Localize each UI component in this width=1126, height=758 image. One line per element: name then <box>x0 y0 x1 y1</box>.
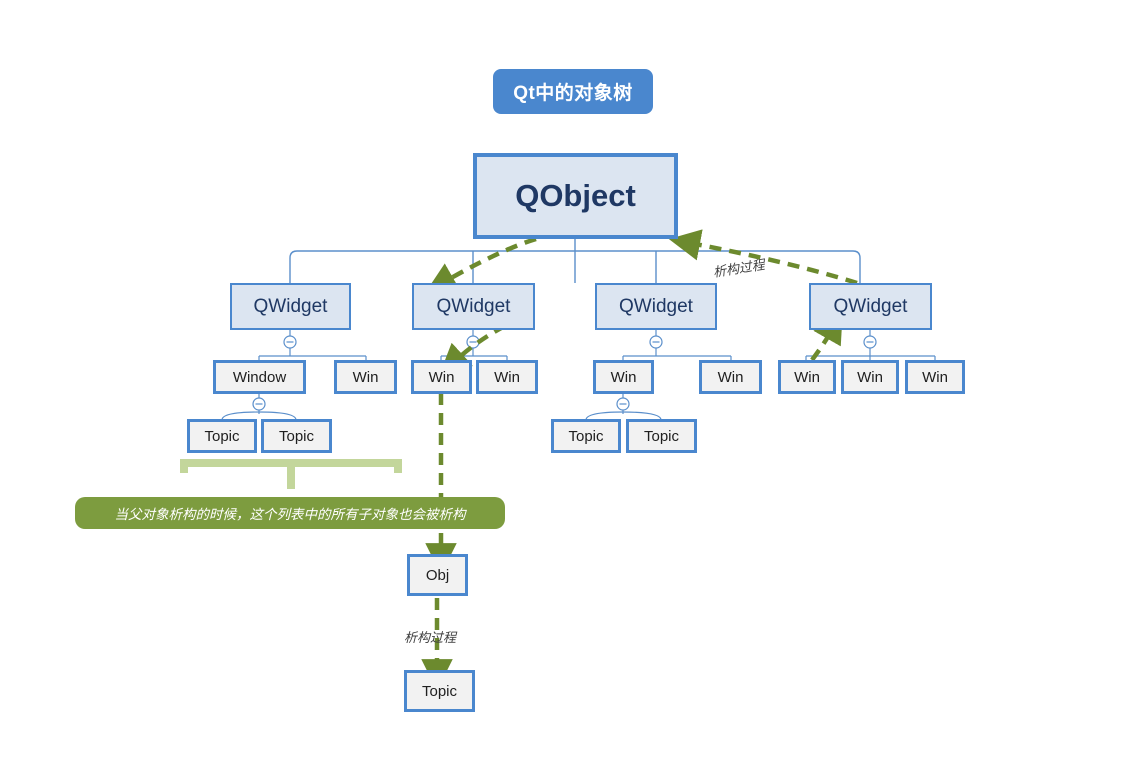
node-qwidget-3[interactable]: QWidget <box>595 283 717 330</box>
win-topic-connectors <box>585 392 662 421</box>
node-qobject[interactable]: QObject <box>473 153 678 239</box>
label-destruct-process-top: 析构过程 <box>711 256 766 280</box>
node-win-4-1[interactable]: Win <box>778 360 836 394</box>
node-win-1-2[interactable]: Win <box>334 360 397 394</box>
node-topic-1-1[interactable]: Topic <box>187 419 257 453</box>
green-bracket <box>180 459 402 489</box>
node-topic-3-2[interactable]: Topic <box>626 419 697 453</box>
node-win-2-2[interactable]: Win <box>476 360 538 394</box>
window-topic-connectors <box>221 392 297 421</box>
callout-destructor-note: 当父对象析构的时候，这个列表中的所有子对象也会被析构 <box>75 497 505 529</box>
node-win-3-1[interactable]: Win <box>593 360 654 394</box>
arrow-win-to-widget4 <box>810 311 843 362</box>
arrow-widget2-to-win <box>439 324 507 376</box>
node-topic-3-1[interactable]: Topic <box>551 419 621 453</box>
title-banner: Qt中的对象树 <box>493 69 653 114</box>
branch4-connectors <box>805 330 936 362</box>
node-win-2-1[interactable]: Win <box>411 360 472 394</box>
node-win-4-3[interactable]: Win <box>905 360 965 394</box>
root-connectors <box>289 239 861 283</box>
node-obj[interactable]: Obj <box>407 554 468 596</box>
label-destruct-process-bottom: 析构过程 <box>404 630 457 645</box>
arrow-root-to-widget2 <box>425 236 537 293</box>
node-qwidget-4[interactable]: QWidget <box>809 283 932 330</box>
node-win-4-2[interactable]: Win <box>841 360 899 394</box>
node-window[interactable]: Window <box>213 360 306 394</box>
branch3-connectors <box>622 330 732 362</box>
node-topic-bottom[interactable]: Topic <box>404 670 475 712</box>
node-qwidget-2[interactable]: QWidget <box>412 283 535 330</box>
node-topic-1-2[interactable]: Topic <box>261 419 332 453</box>
node-qwidget-1[interactable]: QWidget <box>230 283 351 330</box>
node-win-3-2[interactable]: Win <box>699 360 762 394</box>
branch2-connectors <box>440 330 508 362</box>
branch1-connectors <box>258 330 367 362</box>
